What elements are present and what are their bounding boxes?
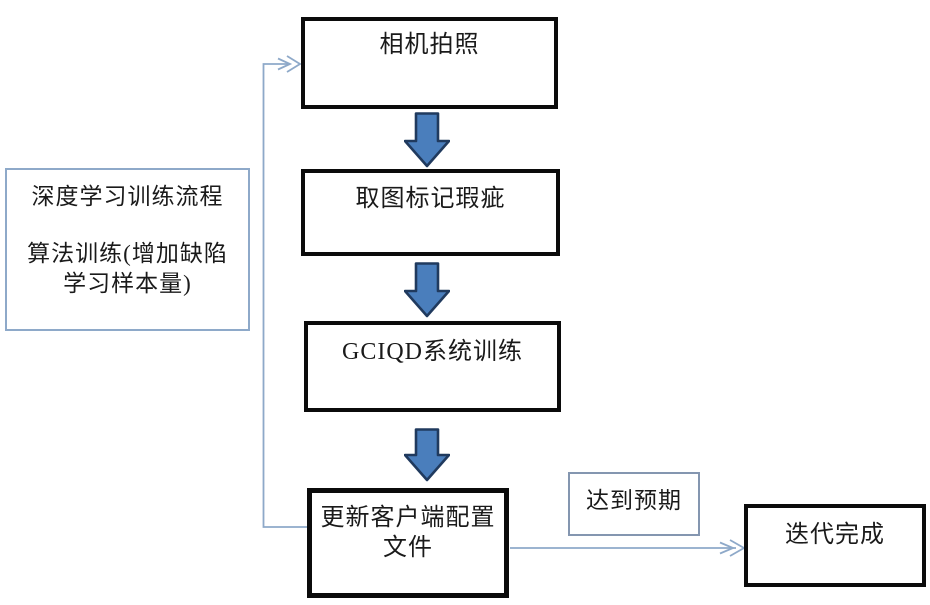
done-connector [510, 539, 746, 557]
node-gciqd-training: GCIQD系统训练 [304, 321, 561, 412]
side-note-line3: 学习样本量) [63, 270, 192, 296]
node-camera-capture: 相机拍照 [301, 17, 558, 109]
node-iteration-done-label: 迭代完成 [785, 522, 885, 548]
node-camera-capture-label: 相机拍照 [379, 32, 480, 58]
node-update-client-config-label-line2: 文件 [383, 535, 433, 561]
node-update-client-config-label-line1: 更新客户端配置 [320, 505, 496, 531]
node-update-client-config: 更新客户端配置 文件 [307, 488, 509, 598]
edge-label-expectation-met-text: 达到预期 [586, 488, 682, 513]
side-note-box: 深度学习训练流程 算法训练(增加缺陷 学习样本量) [5, 168, 250, 331]
node-iteration-done: 迭代完成 [744, 504, 926, 587]
down-block-arrow-icon [404, 112, 450, 168]
feedback-connector [262, 55, 307, 528]
down-block-arrow-icon [404, 428, 450, 482]
node-mark-defects: 取图标记瑕疵 [301, 169, 560, 256]
node-gciqd-training-label: GCIQD系统训练 [342, 339, 523, 365]
side-note-line1: 深度学习训练流程 [31, 184, 224, 209]
down-block-arrow-icon [404, 262, 450, 318]
feedback-arrowhead-icon [286, 55, 302, 73]
edge-label-expectation-met: 达到预期 [568, 472, 700, 536]
node-mark-defects-label: 取图标记瑕疵 [355, 186, 506, 212]
side-note-line2: 算法训练(增加缺陷 [27, 240, 228, 266]
